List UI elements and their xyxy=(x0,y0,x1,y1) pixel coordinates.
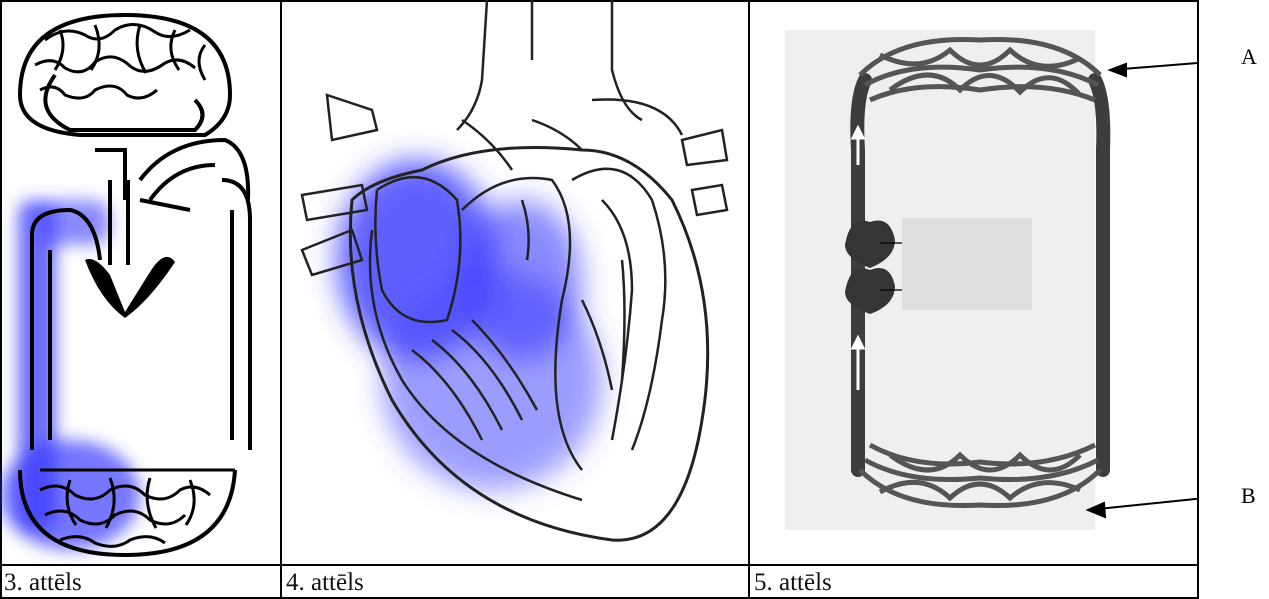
heart-cross-section-figure xyxy=(282,0,748,564)
caption-figure-4: 4. attēls xyxy=(286,570,364,595)
hidden-label-box xyxy=(902,218,1032,310)
heart-shape xyxy=(85,257,175,318)
label-a: A xyxy=(1241,44,1257,70)
label-b: B xyxy=(1241,483,1256,509)
caption-figure-5: 5. attēls xyxy=(754,570,832,595)
caption-figure-3: 3. attēls xyxy=(4,570,82,595)
caption-row-divider xyxy=(0,564,1199,566)
circulation-schematic-figure xyxy=(0,0,280,564)
deoxygenated-highlight xyxy=(0,200,140,550)
capillary-loop-figure xyxy=(750,0,1199,564)
